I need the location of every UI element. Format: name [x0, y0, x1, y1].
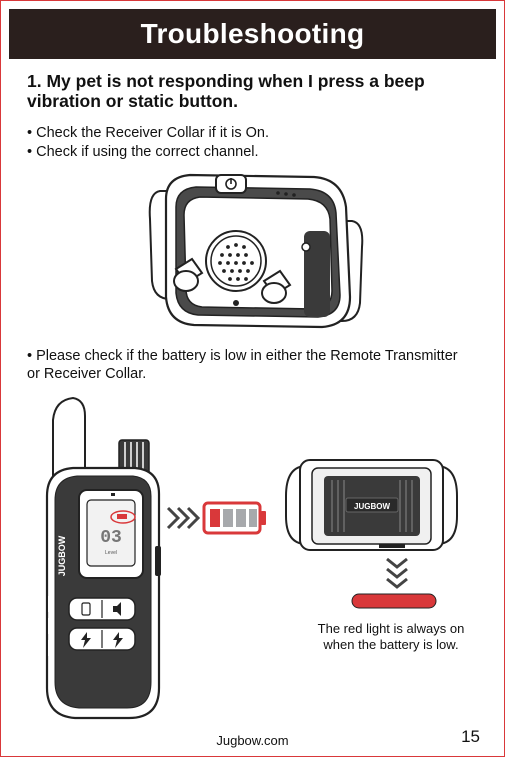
remote-transmitter-illustration: JUGBOW 03 Level — [39, 396, 164, 721]
remote-channel-display: 03 — [100, 528, 122, 548]
page-number: 15 — [461, 727, 480, 747]
low-battery-icon — [202, 501, 268, 535]
remote-level-label: Level — [105, 550, 117, 556]
remote-brand-label: JUGBOW — [57, 535, 67, 576]
receiver-collar-illustration — [146, 169, 366, 334]
troubleshooting-question: 1. My pet is not responding when I press… — [27, 71, 487, 111]
low-battery-caption: The red light is always on when the batt… — [301, 621, 481, 653]
red-indicator-light-icon — [351, 593, 437, 609]
bullet-check-collar-on: • Check the Receiver Collar if it is On. — [27, 124, 269, 142]
footer-website: Jugbow.com — [1, 733, 504, 748]
bullet-check-channel: • Check if using the correct channel. — [27, 143, 259, 161]
chevron-down-arrows-icon — [385, 557, 409, 589]
collar-brand-label: JUGBOW — [354, 502, 390, 511]
chevron-right-arrows-icon — [166, 506, 202, 530]
page-header: Troubleshooting — [9, 9, 496, 59]
receiver-collar-front-illustration: JUGBOW — [284, 456, 459, 554]
page-title: Troubleshooting — [9, 9, 496, 59]
bullet-check-battery: • Please check if the battery is low in … — [27, 347, 467, 383]
